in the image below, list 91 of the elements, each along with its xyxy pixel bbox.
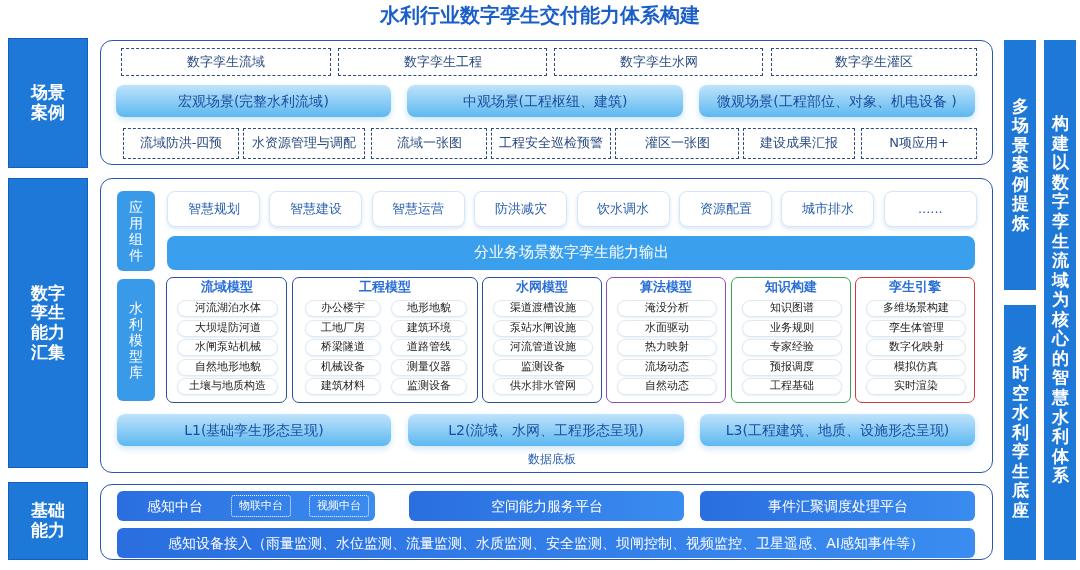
model-item: 多维场景构建 [866,300,966,317]
application-case: 水资源管理与调配 [243,128,365,159]
model-item: 测量仪器 [391,358,467,376]
level-bar: L3(工程建筑、地质、设施形态呈现) [700,414,975,446]
model-group-panel [731,277,851,403]
model-item: 地形地貌 [391,300,467,317]
group-heading: 知识构建 [765,280,817,295]
platform-bar: 空间能力服务平台 [409,491,684,521]
application-tile: 资源配置 [679,191,772,227]
side-summary-label: 多时空水利孪生底座 [1004,305,1036,560]
layer-panel [100,40,993,165]
model-item: 大坝堤防河道 [177,319,278,337]
model-item: 淹没分析 [617,300,717,317]
application-tile: 智慧规划 [167,191,260,227]
model-item: 监测设备 [391,378,467,395]
capability-output-bar: 分业务场景数字孪生能力输出 [167,236,975,270]
model-item: 工地厂房 [305,319,381,337]
layer-label: 数字孪生能力汇集 [8,178,88,468]
model-group-panel [292,277,478,403]
model-item: 河流湖泊水体 [177,300,278,317]
scenario-level-bar: 宏观场景(完整水利流域) [116,85,391,117]
platform-name: 感知中台 [147,497,203,515]
device-access-bar: 感知设备接入（雨量监测、水位监测、流量监测、水质监测、安全监测、坝闸控制、视频监控、卫星遥感、AI感知事件等） [117,528,975,558]
application-case: 流域一张图 [371,128,487,159]
application-case: 灌区一张图 [615,128,739,159]
model-item: 实时渲染 [866,378,966,395]
model-item: 自然动态 [617,378,717,395]
model-item: 供水排水管网 [493,378,593,395]
model-group-panel [606,277,726,403]
group-heading: 工程模型 [359,280,411,295]
model-group-panel [855,277,975,403]
model-group-panel [166,277,287,403]
model-item: 泵站水闸设施 [493,319,593,337]
model-item: 孪生体管理 [866,319,966,337]
model-item: 业务规则 [742,319,842,337]
model-item: 监测设备 [493,358,593,376]
layer-label: 场景案例 [8,38,88,168]
model-item: 建筑材料 [305,378,381,395]
model-item: 道路管线 [391,339,467,356]
layer-panel [100,178,993,473]
model-item: 桥梁隧道 [305,339,381,356]
application-tile: 防洪减灾 [474,191,568,227]
scenario-category: 数字孪生灌区 [771,48,977,76]
model-item: 预报调度 [742,358,842,376]
model-item: 渠道渡槽设施 [493,300,593,317]
application-case: 流域防洪-四预 [123,128,239,159]
side-summary-label: 构建以数字孪生流域为核心的智慧水利体系 [1044,40,1076,560]
scenario-level-bar: 微观场景(工程部位、对象、机电设备 ) [699,85,975,117]
component-label: 应用组件 [117,191,155,271]
model-item: 土壤与地质构造 [177,378,278,395]
model-item: 河流管道设施 [493,339,593,356]
model-group-panel [482,277,602,403]
application-tile: 智慧建设 [269,191,363,227]
diagram-title: 水利行业数字孪生交付能力体系构建 [378,2,701,29]
scenario-category: 数字孪生工程 [338,48,547,76]
layer-panel [100,484,993,560]
model-item: 工程基础 [742,378,842,395]
model-item: 专家经验 [742,339,842,356]
group-heading: 孪生引擎 [889,280,941,295]
model-item: 建筑环境 [391,319,467,337]
application-tile: 饮水调水 [576,191,670,227]
group-heading: 水网模型 [516,280,568,295]
layer-label: 基础能力 [8,482,88,560]
application-tile: 城市排水 [781,191,875,227]
model-item: 办公楼宇 [305,300,381,317]
model-item: 知识图谱 [742,300,842,317]
model-item: 热力映射 [617,339,717,356]
group-heading: 算法模型 [640,280,692,295]
model-item: 机械设备 [305,358,381,376]
application-tile: 智慧运营 [371,191,465,227]
side-summary-label: 多场景案例提炼 [1004,40,1036,290]
model-item: 数字化映射 [866,339,966,356]
layer-caption: 数据底板 [528,451,576,468]
model-library-label: 水利模型库 [117,279,155,401]
application-case: N项应用+ [861,128,977,159]
model-item: 流场动态 [617,358,717,376]
model-item: 水面驱动 [617,319,717,337]
scenario-category: 数字孪生水网 [554,48,763,76]
level-bar: L2(流域、水网、工程形态呈现) [408,414,684,446]
platform-bar [117,491,375,521]
platform-bar: 事件汇聚调度处理平台 [700,491,975,521]
scenario-level-bar: 中观场景(工程枢纽、建筑) [407,85,683,117]
application-case: 工程安全巡检预警 [491,128,611,159]
model-item: 模拟仿真 [866,358,966,376]
application-case: 建设成果汇报 [743,128,855,159]
scenario-category: 数字孪生流域 [121,48,331,76]
level-bar: L1(基础孪生形态呈现) [117,414,391,446]
model-item: 自然地形地貌 [177,358,278,376]
application-tile: ...... [883,191,977,227]
model-item: 水闸泵站机械 [177,339,278,356]
group-heading: 流域模型 [200,280,253,295]
